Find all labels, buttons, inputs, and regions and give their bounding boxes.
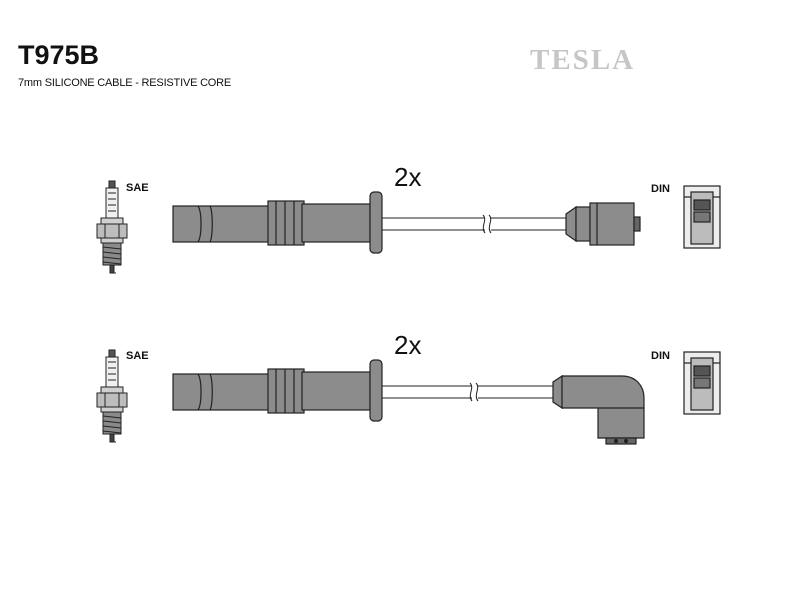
coil-boot-angled-icon bbox=[552, 374, 645, 445]
spark-plug-icon bbox=[96, 180, 128, 274]
plug-standard-label: SAE bbox=[126, 182, 149, 194]
plug-standard-label: SAE bbox=[126, 350, 149, 362]
lead-quantity: 2x bbox=[394, 162, 421, 192]
spark-plug-icon bbox=[96, 349, 128, 443]
coil-standard-label: DIN bbox=[651, 350, 670, 362]
part-number: T975B bbox=[18, 40, 100, 70]
coil-boot-straight-icon bbox=[565, 202, 641, 246]
coil-standard-label: DIN bbox=[651, 183, 670, 195]
lead-2: SAE 2x bbox=[96, 330, 721, 445]
lead-1: SAE 2x bbox=[96, 162, 721, 274]
coil-terminal-icon bbox=[683, 351, 721, 415]
brand-logo: TESLA bbox=[530, 44, 636, 76]
cable bbox=[382, 214, 566, 234]
coil-terminal-icon bbox=[683, 185, 721, 249]
cable bbox=[382, 382, 553, 402]
lead-quantity: 2x bbox=[394, 330, 421, 360]
plug-boot-icon bbox=[172, 359, 383, 422]
plug-boot-icon bbox=[172, 191, 383, 254]
cable-description: 7mm SILICONE CABLE - RESISTIVE CORE bbox=[18, 77, 232, 89]
